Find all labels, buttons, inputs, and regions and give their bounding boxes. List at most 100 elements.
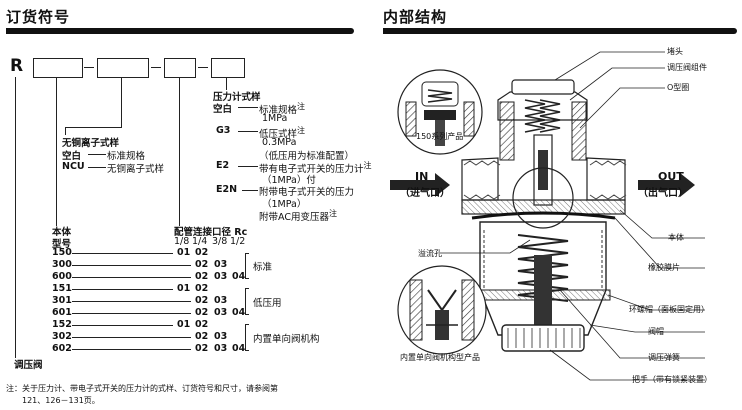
row-leader <box>72 277 191 278</box>
copperfree-dash <box>88 167 106 168</box>
gauge-code-e2n: E2N <box>216 184 238 195</box>
label-series150: 150系列产品 <box>416 132 464 141</box>
group-label-checkvalve: 内置单向阀机构 <box>253 334 320 345</box>
port-code: 03 <box>214 259 228 270</box>
code-dash-3 <box>198 67 208 69</box>
port-size-1: 1/8 <box>174 236 190 247</box>
gauge-dash <box>238 107 258 108</box>
gauge-dash <box>242 190 258 191</box>
port-code: 03 <box>214 295 228 306</box>
label-spring: 调压弹簧 <box>648 353 680 362</box>
row-leader <box>72 253 173 254</box>
copperfree-heading: 无铜离子式样 <box>62 138 120 149</box>
code-box-1 <box>33 58 83 78</box>
leader-gauge <box>226 77 228 90</box>
gauge-code-blank: 空白 <box>213 104 233 115</box>
copperfree-code-blank: 空白 <box>62 151 82 162</box>
gauge-desc-ac: 附带AC用变压器注 <box>259 209 337 224</box>
port-code: 02 <box>195 247 209 258</box>
port-code: 03 <box>214 307 228 318</box>
leader-ncu <box>121 77 123 127</box>
title-underline <box>383 28 737 34</box>
label-plug: 堵头 <box>667 47 683 56</box>
label-spring-assembly: 调压阀组件 <box>667 63 707 72</box>
port-code: 02 <box>195 271 209 282</box>
group-brace-lowpressure <box>245 288 246 314</box>
label-in-cn: （进气口） <box>400 188 450 199</box>
port-code: 02 <box>195 259 209 270</box>
out-arrow-icon <box>638 173 695 197</box>
model-code: 302 <box>52 331 72 342</box>
leader-ncu-h <box>65 127 122 129</box>
gauge-desc-e2-1mpa: （1MPa）付 <box>262 175 316 186</box>
gauge-dash <box>238 131 258 132</box>
label-bonnet: 阀帽 <box>648 327 664 336</box>
gauge-code-e2: E2 <box>216 160 230 171</box>
port-code: 01 <box>177 283 191 294</box>
row-leader <box>72 265 191 266</box>
port-heading: 配管连接口径 Rc <box>174 227 248 238</box>
port-code: 02 <box>195 319 209 330</box>
gauge-desc-1mpa: 1MPa <box>262 113 288 124</box>
port-code: 02 <box>195 295 209 306</box>
code-box-2 <box>97 58 149 78</box>
label-ring-nut: 环螺帽（面板固定用） <box>629 305 709 314</box>
group-label-standard: 标准 <box>253 262 273 273</box>
gauge-dash <box>238 166 258 167</box>
gauge-desc-e2: 带有电子式开关的压力计注 <box>259 161 372 176</box>
prefix-r: R <box>10 56 24 76</box>
in-arrow-icon <box>390 173 450 197</box>
port-size-3: 3/8 <box>212 236 228 247</box>
port-code: 03 <box>214 271 228 282</box>
port-code: 04 <box>232 271 246 282</box>
group-brace-tick <box>245 324 249 325</box>
gauge-desc-std-config: （低压用为标准配置） <box>259 151 355 162</box>
copperfree-dash <box>88 154 106 155</box>
gauge-code-g3: G3 <box>216 125 231 136</box>
port-code: 02 <box>195 283 209 294</box>
label-check-valve-product: 内置单向阀机构型产品 <box>400 353 480 362</box>
port-code: 02 <box>195 331 209 342</box>
code-box-4 <box>211 58 245 78</box>
port-size-2: 1/4 <box>192 236 208 247</box>
label-in: IN <box>415 170 429 183</box>
label-body: 本体 <box>668 233 684 242</box>
label-handle: 把手（带有锁紧装置） <box>632 375 712 384</box>
group-brace-standard <box>245 253 246 278</box>
regulator-cross-section <box>390 51 705 381</box>
group-label-lowpressure: 低压用 <box>253 298 282 309</box>
code-box-3 <box>164 58 196 78</box>
label-overflow: 溢流孔 <box>418 249 442 258</box>
model-heading: 型号 <box>52 239 72 250</box>
leader-ncu-v <box>65 127 67 135</box>
port-code: 02 <box>195 343 209 354</box>
inset-150-series <box>397 69 483 155</box>
note-line-1: 注：关于压力计、带电子式开关的压力计的式样、订货符号和尺寸，请参阅第 <box>6 384 278 393</box>
port-code: 04 <box>232 343 246 354</box>
row-leader <box>72 289 173 290</box>
model-code: 300 <box>52 259 72 270</box>
body-heading: 本体 <box>52 227 72 238</box>
port-code: 03 <box>214 331 228 342</box>
gauge-desc-e2n: 附带电子式开关的压力 <box>259 187 355 198</box>
title-underline <box>6 28 354 34</box>
group-brace-tick <box>245 350 249 351</box>
code-dash-1 <box>84 67 94 69</box>
group-brace-tick <box>245 288 249 289</box>
port-code: 01 <box>177 319 191 330</box>
model-code: 601 <box>52 307 72 318</box>
group-brace-tick <box>245 278 249 279</box>
group-brace-checkvalve <box>245 324 246 350</box>
row-leader <box>72 313 191 314</box>
row-leader <box>72 301 191 302</box>
order-code-title: 订货符号 <box>6 8 71 26</box>
group-brace-tick <box>245 253 249 254</box>
model-code: 152 <box>52 319 72 330</box>
regulator-label: 调压阀 <box>14 360 43 371</box>
port-code: 03 <box>214 343 228 354</box>
note-line-2: 121、126－131页。 <box>22 396 100 405</box>
row-leader <box>72 337 191 338</box>
port-code: 02 <box>195 307 209 318</box>
gauge-heading: 压力计式样 <box>213 92 261 103</box>
copperfree-desc-std: 标准规格 <box>107 151 146 162</box>
